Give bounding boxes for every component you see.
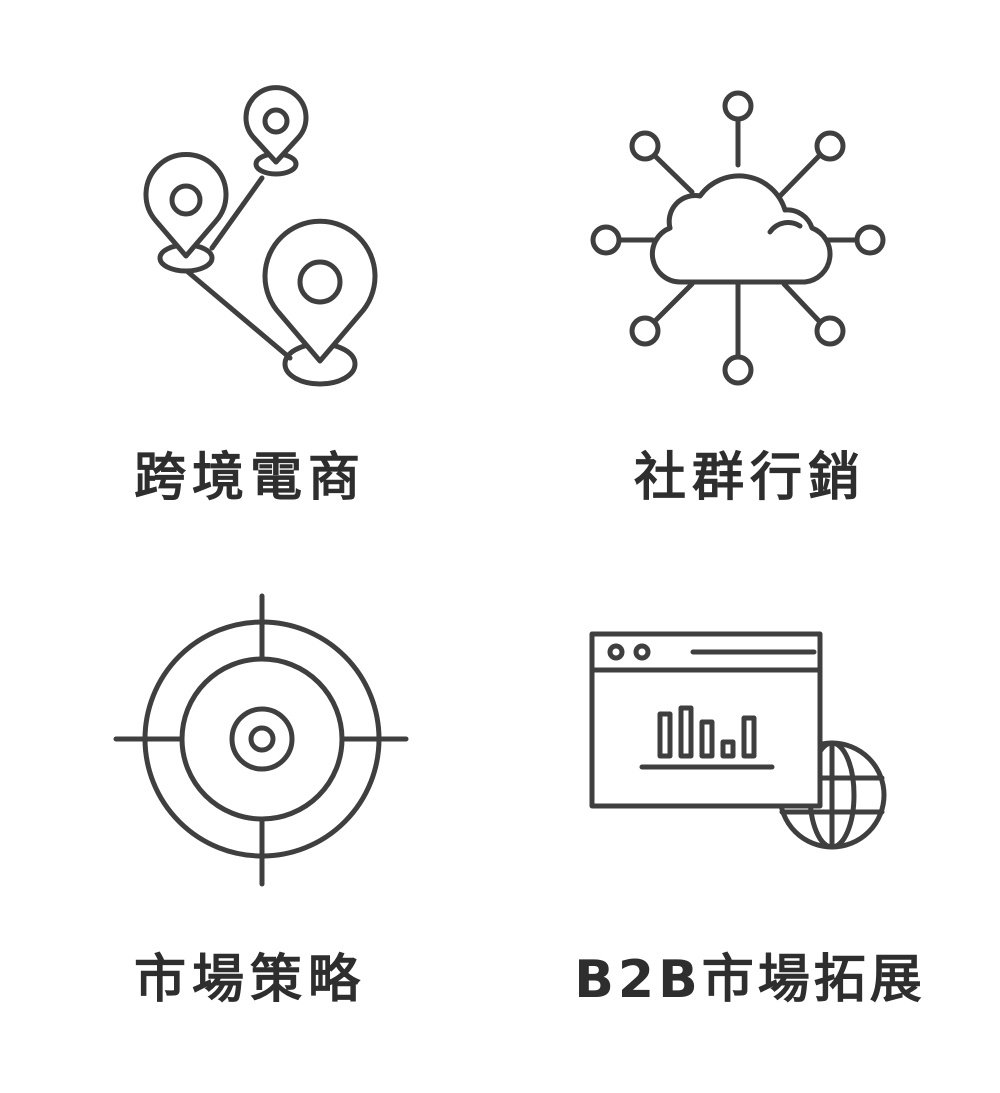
cloud-network-icon: [590, 90, 886, 386]
service-card-market-strategy[interactable]: 市場策略: [0, 546, 500, 1092]
service-label: 跨境電商: [133, 448, 366, 508]
map-route-pins-icon: [143, 85, 378, 387]
browser-chart-globe-icon: [589, 631, 887, 850]
service-card-social-marketing[interactable]: 社群行銷: [500, 0, 1000, 546]
service-label: B2B市場拓展: [574, 950, 926, 1010]
target-crosshair-icon: [113, 593, 409, 887]
service-card-cross-border-ecommerce[interactable]: 跨境電商: [0, 0, 500, 546]
service-label: 市場策略: [133, 950, 366, 1010]
service-card-b2b-expansion[interactable]: B2B市場拓展: [500, 546, 1000, 1092]
service-label: 社群行銷: [633, 448, 866, 508]
